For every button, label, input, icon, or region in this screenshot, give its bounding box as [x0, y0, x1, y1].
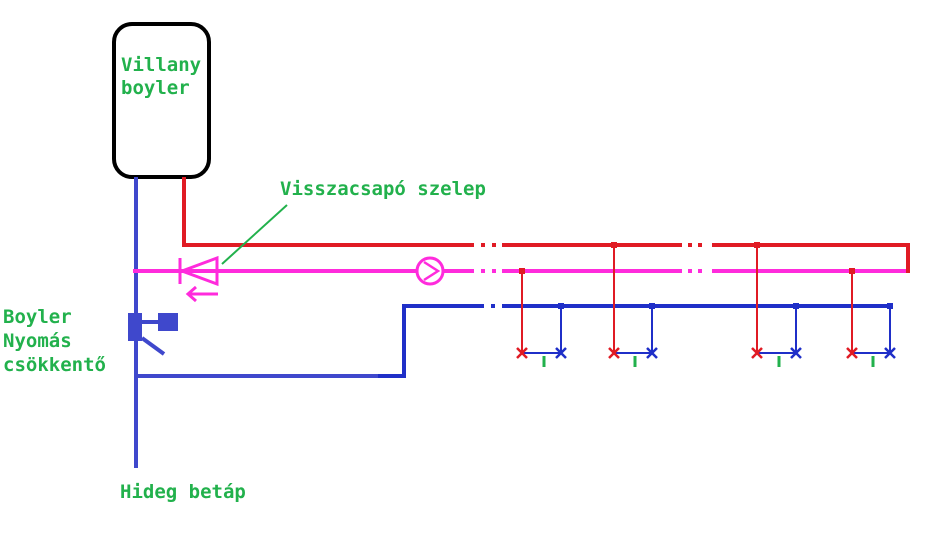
- check-valve-label: Visszacsapó szelep: [280, 178, 486, 200]
- cold-branch-pipe: [136, 304, 478, 378]
- cold-tee-2: [649, 303, 655, 309]
- hot-tap-mark-3: [751, 347, 763, 359]
- cold-tee-3: [793, 303, 799, 309]
- hot-main-end: [712, 243, 910, 273]
- flow-arrow: [185, 285, 218, 303]
- tap-group: [516, 242, 896, 367]
- cold-branch-dark: [378, 304, 478, 378]
- check-valve-leader: [221, 204, 288, 265]
- cold-tap-mark-1: [555, 347, 567, 359]
- cold-tap-mark-3: [790, 347, 802, 359]
- cold-tee-4: [887, 303, 893, 309]
- hot-supply-pipe: [182, 177, 468, 247]
- circulation-pump: [415, 256, 445, 286]
- cold-tap-mark-2: [646, 347, 658, 359]
- reducer-label-line3: csökkentő: [3, 354, 106, 376]
- hot-tee-2: [611, 242, 617, 248]
- hot-tap-mark-2: [608, 347, 620, 359]
- hot-tee-1: [519, 268, 525, 274]
- cold-inlet-label: Hideg betáp: [120, 481, 246, 503]
- hot-tee-4: [849, 268, 855, 274]
- hot-tap-mark-4: [846, 347, 858, 359]
- cold-tap-mark-4: [884, 347, 896, 359]
- hot-tap-mark-1: [516, 347, 528, 359]
- check-valve-symbol: [177, 255, 219, 287]
- reducer-label-line2: Nyomás: [3, 330, 72, 352]
- boiler-label-line2: boyler: [121, 77, 190, 99]
- reducer-label-line1: Boyler: [3, 306, 72, 328]
- hot-tee-3: [754, 242, 760, 248]
- pressure-reducer: [128, 313, 178, 356]
- cold-tee-1: [558, 303, 564, 309]
- boiler-tank: [112, 22, 211, 179]
- boiler-label-line1: Villany: [121, 54, 201, 76]
